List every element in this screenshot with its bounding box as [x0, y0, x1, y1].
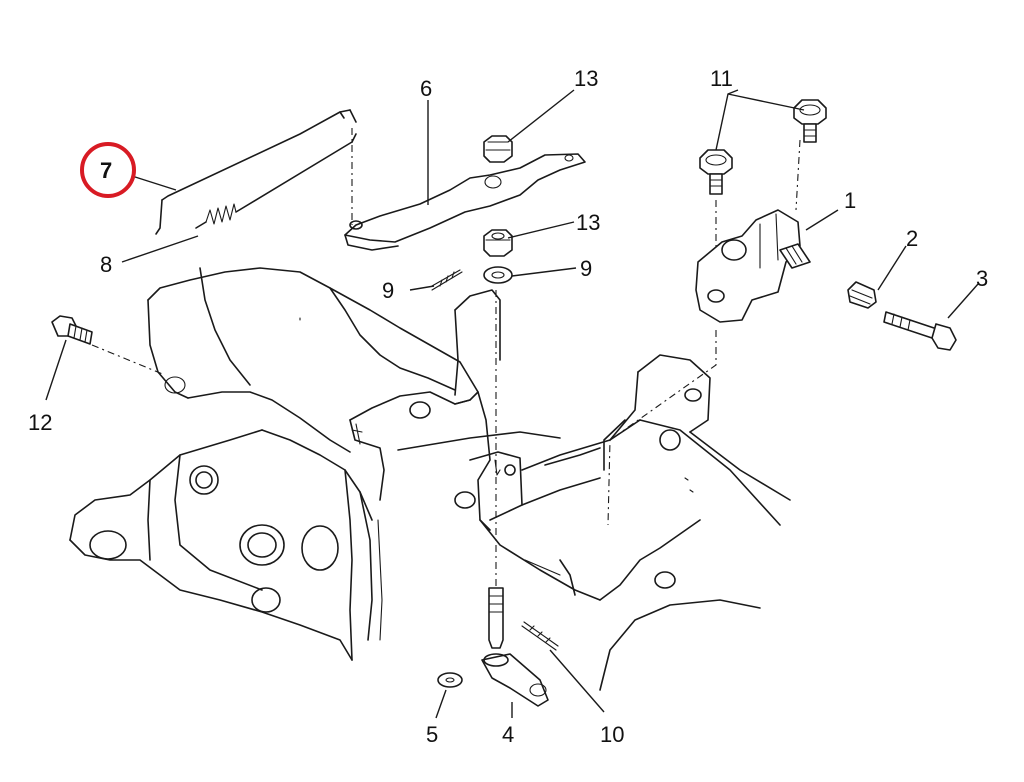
part-5-clip [437, 672, 463, 688]
callout-4: 4 [502, 722, 514, 747]
assembly-centerlines [91, 128, 801, 590]
callout-9-lower: 9 [580, 256, 592, 281]
callout-13-lower: 13 [576, 210, 600, 235]
callout-6: 6 [420, 76, 432, 101]
callout-13-upper: 13 [574, 66, 598, 91]
part-9-washer [483, 266, 513, 284]
part-3-bolt [883, 311, 957, 351]
callout-1: 1 [844, 188, 856, 213]
part-8-return-spring [195, 133, 357, 229]
engine-housing [69, 267, 791, 691]
callout-2: 2 [906, 226, 918, 251]
part-11-bolt-right [793, 99, 827, 143]
part-10-cotter-pin [521, 621, 559, 651]
callout-12: 12 [28, 410, 52, 435]
part-13-nut-lower [483, 229, 513, 257]
part-1-bracket [695, 209, 811, 323]
part-11-bolt-left [699, 149, 733, 195]
callout-10: 10 [600, 722, 624, 747]
part-2-nut [847, 281, 877, 309]
callout-11: 11 [710, 66, 733, 91]
callout-leaders [45, 89, 979, 719]
part-7-throttle-rod [155, 109, 357, 235]
callout-7: 7 [100, 158, 112, 183]
part-6-lever [344, 153, 586, 251]
part-9-cotter-pin [431, 269, 463, 291]
callout-3: 3 [976, 266, 988, 291]
part-13-nut-upper [483, 135, 513, 163]
highlight-circle [80, 142, 136, 198]
callout-labels: 1 2 3 4 5 6 7 8 9 9 10 11 12 13 13 [28, 66, 988, 747]
callout-9-upper: 9 [382, 278, 394, 303]
callout-8: 8 [100, 252, 112, 277]
part-4-shaft [481, 587, 549, 707]
callout-5: 5 [426, 722, 438, 747]
part-12-bolt [51, 315, 93, 345]
